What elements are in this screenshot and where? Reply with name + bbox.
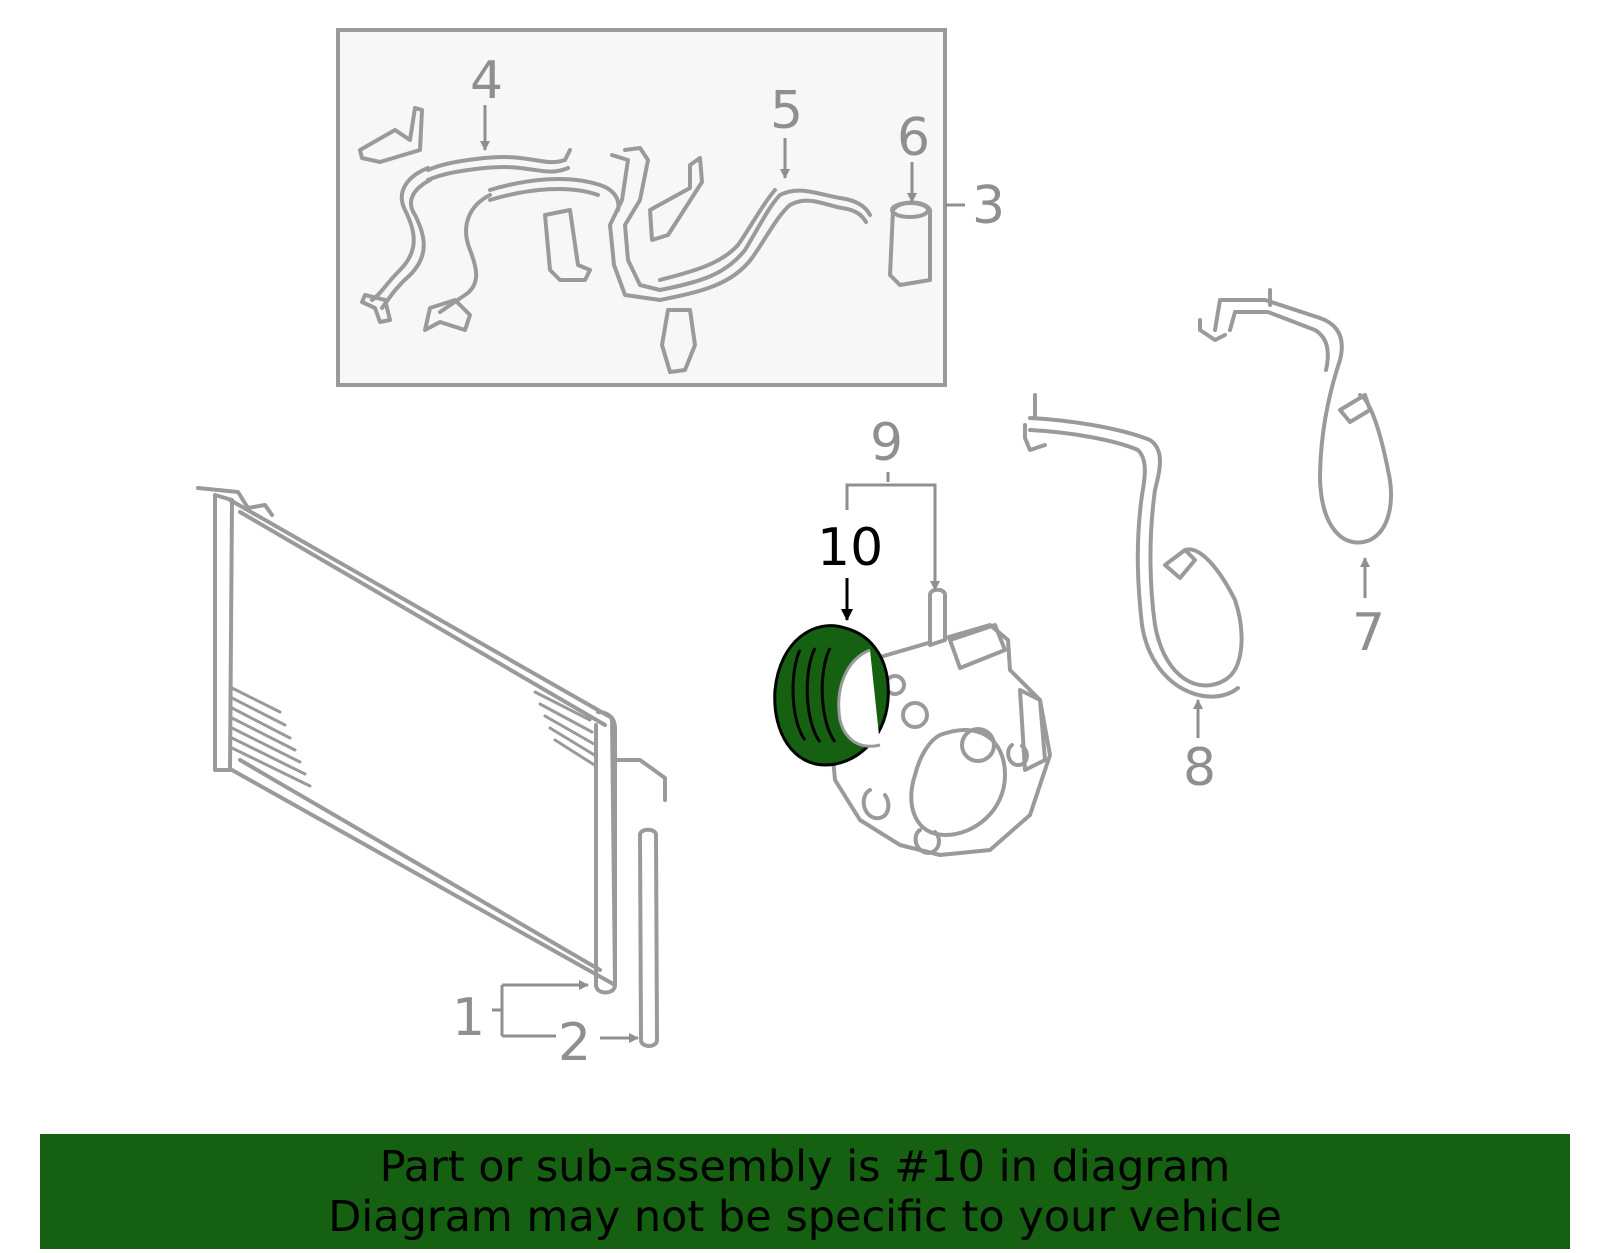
part-5-hose [608, 146, 872, 374]
leader-lines [480, 105, 1370, 1043]
part-10-clutch-pulley [773, 624, 890, 767]
part-4-hose [358, 106, 621, 332]
part-6-valve [888, 200, 932, 287]
part-1-condenser [196, 486, 667, 995]
callout-4: 4 [470, 51, 503, 111]
callout-3: 3 [972, 176, 1005, 236]
callout-labels: 4 5 6 3 9 10 7 8 1 2 [452, 51, 1385, 1073]
part-2-drier [638, 827, 659, 1048]
callout-5: 5 [770, 81, 803, 141]
callout-1: 1 [452, 988, 485, 1048]
callout-2: 2 [558, 1013, 591, 1073]
inset-box [336, 28, 947, 387]
callout-10: 10 [817, 518, 883, 578]
callout-8: 8 [1183, 738, 1216, 798]
callout-6: 6 [897, 108, 930, 168]
part-7-hose [1198, 288, 1393, 545]
part-8-hose [1023, 393, 1244, 699]
info-banner: Part or sub-assembly is #10 in diagram D… [40, 1134, 1570, 1249]
callout-7: 7 [1352, 603, 1385, 663]
banner-line-2: Diagram may not be specific to your vehi… [328, 1191, 1282, 1242]
callout-9: 9 [870, 413, 903, 473]
banner-line-1: Part or sub-assembly is #10 in diagram [379, 1141, 1231, 1192]
